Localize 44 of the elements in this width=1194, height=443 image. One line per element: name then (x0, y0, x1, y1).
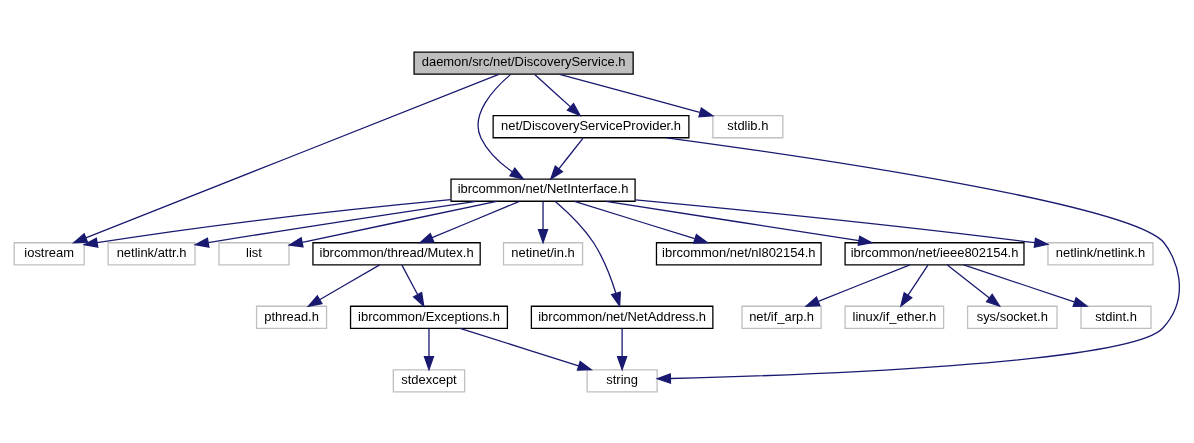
arrow (423, 327, 435, 372)
node-box: ibrcommon/net/ieee802154.h (844, 241, 1025, 265)
arrow (459, 327, 594, 371)
node-box: net/DiscoveryServiceProvider.h (492, 114, 690, 138)
node-box: netlink/attr.h (107, 241, 196, 265)
arrow (306, 263, 381, 307)
arrow (82, 198, 452, 248)
arrow (573, 200, 710, 244)
arrow (537, 200, 549, 245)
arrow (899, 263, 929, 308)
arrow (549, 136, 584, 181)
node-box: pthread.h (255, 305, 328, 329)
node-box: stdint.h (1080, 305, 1152, 329)
arrow (616, 327, 628, 372)
node-box: sys/socket.h (966, 305, 1058, 329)
arrow (554, 200, 622, 308)
node-box: ibrcommon/net/NetInterface.h (450, 178, 636, 202)
arrow (804, 263, 911, 307)
node-box: string (586, 368, 658, 392)
node-box: stdlib.h (712, 114, 784, 138)
arrow (634, 198, 1050, 248)
node-box: ibrcommon/net/NetAddress.h (530, 305, 714, 329)
node-box: linux/if_ether.h (844, 305, 945, 329)
node-box: net/if_arp.h (741, 305, 822, 329)
arrow (963, 263, 1089, 307)
arrow (605, 200, 874, 246)
node-box: netinet/in.h (502, 241, 584, 265)
node-box: ibrcommon/thread/Mutex.h (312, 241, 481, 265)
arrow (477, 73, 525, 180)
arrow (418, 200, 521, 243)
node-box: iostream (13, 241, 85, 265)
node-box: netlink/netlink.h (1047, 241, 1154, 265)
arrow (534, 73, 582, 117)
arrow (71, 73, 500, 243)
arrow (946, 263, 1002, 307)
node-box: list (218, 241, 290, 265)
node-box: stdexcept (392, 368, 466, 392)
node-box: ibrcommon/Exceptions.h (349, 305, 509, 329)
arrow (401, 263, 425, 308)
arrow (193, 200, 477, 248)
arrow (287, 200, 498, 248)
node-box: ibrcommon/net/nl802154.h (655, 241, 822, 265)
arrow (559, 73, 715, 118)
node-box: daemon/src/net/DiscoveryService.h (413, 51, 634, 75)
